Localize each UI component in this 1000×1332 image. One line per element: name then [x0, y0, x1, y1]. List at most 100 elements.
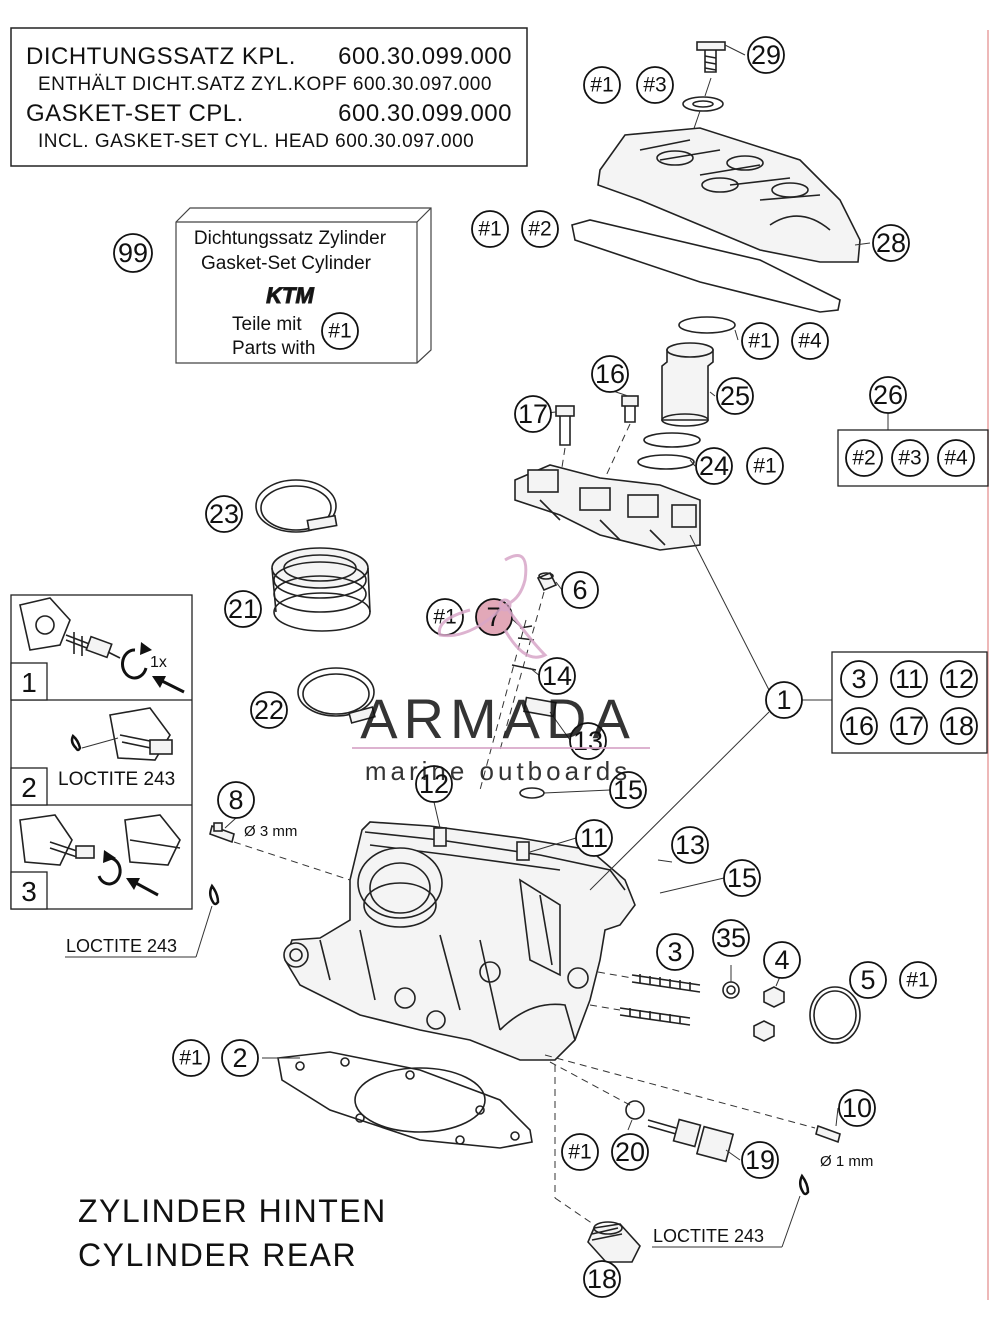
bolt-16	[604, 395, 639, 479]
callout-15a: 15	[613, 775, 643, 805]
washer-20	[625, 1100, 645, 1120]
gasket-kit-box: Dichtungssatz Zylinder Gasket-Set Cylind…	[175, 207, 432, 364]
ref-28-b: #2	[528, 218, 551, 241]
callout-99: 99	[118, 238, 148, 268]
callout-26: 26	[873, 380, 903, 410]
loctite-drop-left	[209, 883, 220, 906]
nut-4a	[763, 986, 785, 1008]
hose-clamp-23	[255, 479, 338, 533]
group-member-18: 18	[944, 711, 974, 741]
step-3-number: 3	[21, 876, 37, 907]
step-1-number: 1	[21, 667, 37, 698]
callout-99-circle	[113, 233, 153, 273]
valve-cover-28	[597, 127, 861, 263]
hose-clamp-22	[297, 667, 376, 724]
valve-guide-13	[523, 696, 557, 718]
o-ring-24a	[643, 432, 701, 448]
watermark-tagline: marine outboards	[365, 756, 631, 786]
gasket-set-header: DICHTUNGSSATZ KPL. 600.30.099.000 ENTHÄL…	[10, 27, 528, 167]
callout-4: 4	[774, 945, 789, 975]
callout-14: 14	[542, 661, 572, 691]
loctite-drop-right	[799, 1173, 810, 1196]
callout-6: 6	[572, 575, 587, 605]
callout-11: 11	[580, 823, 608, 853]
temperature-sensor-19	[647, 1118, 735, 1163]
kit-parts-ref: #1	[328, 320, 351, 343]
o-ring-5	[809, 986, 861, 1044]
callout-23: 23	[209, 499, 239, 529]
callout-19: 19	[745, 1145, 775, 1175]
cylinder-head	[283, 821, 636, 1061]
callout-12: 12	[419, 769, 449, 799]
callout-24: 24	[699, 451, 729, 481]
kit-26-box	[837, 429, 989, 487]
callout-13b: 13	[675, 830, 705, 860]
step-2-sketch: LOCTITE 243	[58, 707, 175, 790]
bearing-bridge	[514, 464, 701, 551]
ref-20: #1	[568, 1141, 591, 1164]
valve-keeper-6	[536, 571, 558, 592]
header-line4: INCL. GASKET-SET CYL. HEAD 600.30.097.00…	[38, 131, 474, 152]
ref-25-a: #1	[748, 330, 771, 353]
callout-15b: 15	[727, 863, 757, 893]
header-line2: ENTHÄLT DICHT.SATZ ZYL.KOPF 600.30.097.0…	[38, 74, 492, 95]
group-member-3: 3	[851, 664, 866, 694]
ref-29-b: #3	[643, 74, 666, 97]
callout-18: 18	[587, 1264, 617, 1294]
bolt-29	[696, 41, 726, 73]
kit-26-member-4: #4	[944, 447, 968, 470]
step-1-sketch: 1x	[19, 597, 185, 694]
note-loctite-left: LOCTITE 243	[66, 936, 177, 956]
footer-line2: CYLINDER REAR	[78, 1237, 357, 1273]
header-line1-number: 600.30.099.000	[338, 43, 512, 70]
ref-7: #1	[433, 606, 456, 629]
washer	[682, 96, 724, 112]
callout-35: 35	[716, 923, 746, 953]
note-diameter-3mm: Ø 3 mm	[244, 823, 297, 840]
callout-25: 25	[720, 381, 750, 411]
group-member-16: 16	[844, 711, 874, 741]
callout-29: 29	[751, 40, 781, 70]
watermark: ARMADA marine outboards	[352, 554, 650, 786]
header-line3-label: GASKET-SET CPL.	[26, 100, 244, 127]
step-1-note: 1x	[150, 654, 167, 671]
plug-18	[587, 1221, 641, 1263]
ktm-logo: KTM	[266, 283, 314, 308]
assembly-steps: 1 2 3 1x LOCTITE 243	[10, 594, 193, 910]
callout-20: 20	[615, 1137, 645, 1167]
ref-29-a: #1	[590, 74, 613, 97]
callout-8: 8	[228, 785, 243, 815]
nut-4b	[753, 1020, 775, 1042]
kit-parts-en: Parts with	[232, 338, 315, 359]
callout-10: 10	[842, 1093, 872, 1123]
kit-title-de: Dichtungssatz Zylinder	[194, 228, 387, 249]
callout-13a: 13	[573, 726, 603, 756]
header-line1-label: DICHTUNGSSATZ KPL.	[26, 43, 296, 70]
assembly-group-box	[831, 651, 988, 754]
ref-28-a: #1	[478, 218, 501, 241]
group-member-17: 17	[894, 711, 924, 741]
kit-26-member-2: #2	[852, 447, 875, 470]
footer-line1: ZYLINDER HINTEN	[78, 1193, 387, 1229]
stud-3	[619, 974, 701, 1026]
step-2-note: LOCTITE 243	[58, 769, 175, 790]
ref-25-b: #4	[798, 330, 822, 353]
step-2-number: 2	[21, 772, 37, 803]
callout-17: 17	[518, 399, 548, 429]
washer-15a	[519, 787, 545, 799]
ref-24: #1	[753, 455, 776, 478]
kit-26-member-3: #3	[898, 447, 921, 470]
step-3-sketch	[19, 814, 181, 897]
callout-3: 3	[667, 937, 682, 967]
callout-22: 22	[254, 695, 284, 725]
jet-10	[815, 1124, 841, 1144]
callout-21: 21	[228, 594, 258, 624]
washer-35	[722, 981, 740, 999]
seal-ring	[678, 316, 736, 334]
intake-rubber-21	[271, 547, 371, 632]
group-member-12: 12	[944, 664, 974, 694]
callout-1: 1	[776, 685, 791, 715]
jet-8	[209, 822, 235, 844]
note-diameter-1mm: Ø 1 mm	[820, 1153, 873, 1170]
